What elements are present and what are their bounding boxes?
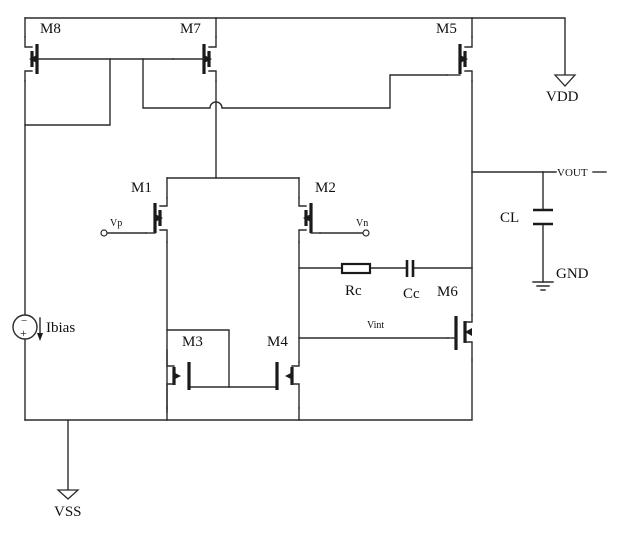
label-vp: Vp	[110, 218, 122, 229]
label-vdd: VDD	[546, 89, 579, 105]
vss-symbol-icon	[56, 489, 80, 500]
vdd-drops	[24, 17, 473, 38]
m3-diode-tie	[166, 329, 230, 388]
label-m7: M7	[180, 21, 201, 37]
transistor-m4	[275, 361, 300, 409]
vdd-symbol-icon	[553, 74, 577, 87]
ibias-current-source-icon	[12, 314, 43, 341]
m8-arrow-icon	[29, 55, 37, 63]
m5-arrow-icon	[460, 55, 468, 63]
label-vint: Vint	[367, 320, 384, 331]
label-m1: M1	[131, 180, 152, 196]
label-m5: M5	[436, 21, 457, 37]
gnd-symbol-icon	[532, 281, 554, 291]
m6-arrow-icon	[465, 328, 472, 336]
m7-arrow-icon	[204, 55, 212, 63]
transistor-m8	[24, 36, 39, 82]
cl-capacitor-icon	[533, 208, 553, 226]
label-m2: M2	[315, 180, 336, 196]
transistor-m3	[166, 349, 191, 409]
vdd-rail	[24, 17, 566, 76]
label-m3: M3	[182, 334, 203, 350]
vss-rail	[24, 359, 473, 421]
transistor-m7	[172, 36, 217, 82]
label-vout: VOUT	[557, 167, 588, 179]
transistor-m2	[298, 197, 321, 243]
m1-arrow-icon	[155, 214, 163, 222]
label-m6: M6	[437, 284, 458, 300]
label-vn: Vn	[356, 218, 368, 229]
wiring	[24, 17, 607, 491]
m4-arrow-icon	[285, 372, 293, 380]
m8-diode-tie	[24, 58, 111, 126]
label-m4: M4	[267, 334, 288, 350]
label-rc: Rc	[345, 283, 362, 299]
ibias-minus-sign: −	[21, 315, 27, 327]
ibias-plus-sign: +	[20, 326, 27, 340]
label-gnd: GND	[556, 266, 589, 282]
label-cc: Cc	[403, 286, 420, 302]
cc-capacitor-icon	[405, 260, 415, 277]
label-vss: VSS	[54, 504, 82, 520]
transistor-m6	[447, 314, 473, 361]
transistor-m5	[446, 36, 473, 82]
transistor-m1	[145, 197, 168, 243]
vn-pin-icon	[362, 229, 370, 237]
rc-resistor-icon	[340, 262, 372, 275]
label-ibias: Ibias	[46, 320, 75, 336]
vss-drops	[166, 407, 300, 421]
m3-arrow-icon	[173, 372, 181, 380]
label-cl: CL	[500, 210, 519, 226]
m5-gate-bus	[142, 58, 448, 109]
m2-arrow-icon	[303, 214, 311, 222]
label-m8: M8	[40, 21, 61, 37]
vp-pin-icon	[100, 229, 108, 237]
